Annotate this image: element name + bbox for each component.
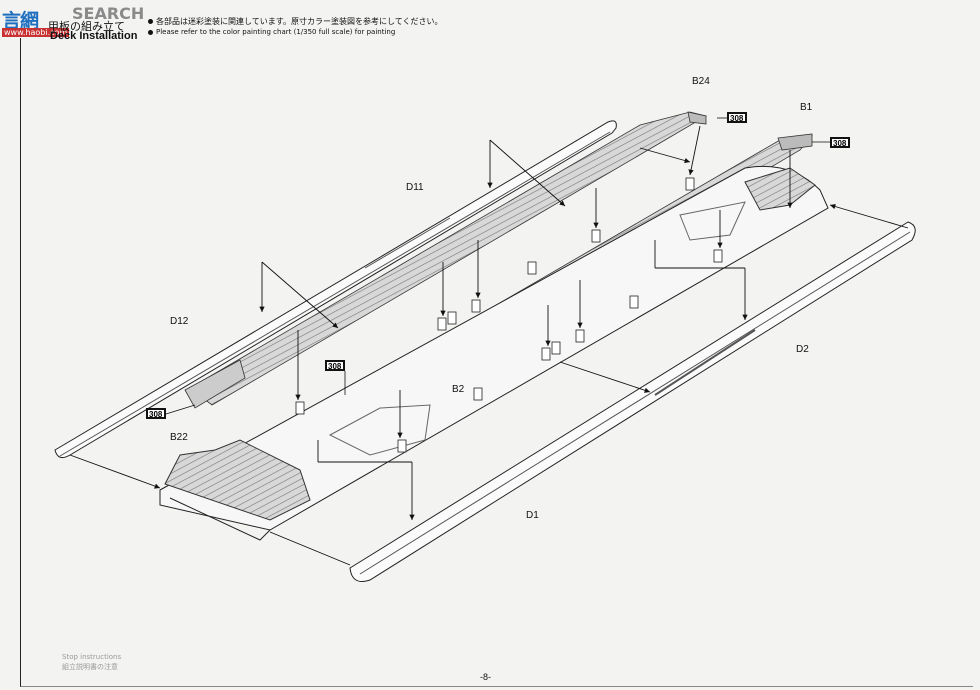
part-label-b1: B1 — [800, 102, 813, 113]
part-d1-d2-rail — [349, 221, 916, 582]
paint-badge-b2: 308 — [325, 360, 345, 371]
svg-text:308: 308 — [730, 114, 744, 123]
step-title-en: Deck Installation — [50, 30, 138, 42]
part-d11-d12-rail — [54, 120, 617, 459]
svg-text:308: 308 — [328, 362, 342, 371]
part-label-b2: B2 — [452, 384, 465, 395]
deck-posts — [295, 177, 723, 453]
part-label-d2: D2 — [796, 344, 809, 355]
part-hull-deck — [159, 165, 829, 541]
paint-badge-b22: 308 — [146, 408, 166, 419]
assembly-arrows — [69, 125, 909, 566]
site-logo: 言網 — [2, 10, 39, 32]
bullet-icon — [148, 29, 153, 35]
page-header: 言網 www.haobi.com SEARCH 甲板の組み立て Deck Ins… — [0, 0, 980, 48]
watermark-text: SEARCH — [72, 4, 145, 23]
painting-note-en: Please refer to the color painting chart… — [148, 28, 395, 36]
page-frame — [20, 38, 973, 687]
part-label-d12: D12 — [170, 316, 189, 327]
page-number: -8- — [480, 672, 491, 682]
svg-text:308: 308 — [149, 410, 163, 419]
part-label-b24: B24 — [692, 76, 710, 87]
bullet-icon — [148, 19, 153, 24]
paint-badge-b24: 308 — [727, 112, 747, 123]
footer-note: Stop instructions 組立説明書の注意 — [62, 653, 122, 671]
svg-text:308: 308 — [833, 139, 847, 148]
part-label-b22: B22 — [170, 432, 188, 443]
step-title-jp: 甲板の組み立て — [48, 20, 125, 33]
painting-note-jp: 各部品は迷彩塗装に関連しています。原寸カラー塗装図を参考にしてください。 — [148, 16, 442, 27]
site-url: www.haobi.com — [2, 28, 70, 37]
part-label-d1: D1 — [526, 510, 539, 521]
part-label-d11: D11 — [406, 182, 424, 193]
paint-badge-b1: 308 — [830, 137, 850, 148]
part-b24-strip — [184, 111, 708, 409]
